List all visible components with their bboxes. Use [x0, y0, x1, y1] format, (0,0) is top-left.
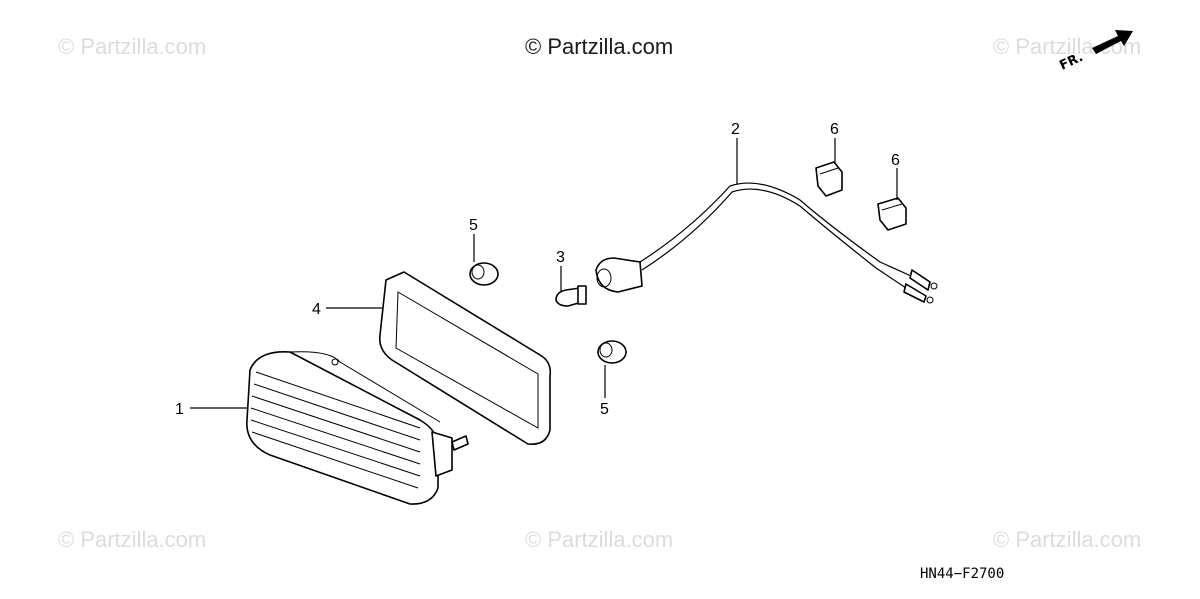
grommet-upper-part [469, 262, 499, 286]
callout-6-lower: 6 [891, 152, 900, 169]
leader-lines [190, 138, 898, 409]
bulb-part [555, 285, 587, 307]
callout-2: 2 [731, 121, 740, 138]
watermark-bottom-left: © Partzilla.com [58, 527, 206, 552]
watermark-top-left: © Partzilla.com [58, 34, 206, 59]
watermark-bottom-right: © Partzilla.com [993, 527, 1141, 552]
callout-5-upper: 5 [469, 217, 478, 234]
clip-upper-part [815, 161, 843, 197]
gasket-part [378, 271, 552, 446]
callout-5-lower: 5 [600, 401, 609, 418]
clip-lower-part [877, 197, 907, 231]
taillight-housing-part [246, 351, 469, 505]
callout-1: 1 [175, 401, 184, 418]
callout-4: 4 [312, 301, 321, 318]
diagram-code: HN44−F2700 [920, 566, 1004, 582]
watermark-top-center: © Partzilla.com [525, 34, 673, 59]
grommet-lower-part [597, 340, 627, 364]
watermark-bottom-center: © Partzilla.com [525, 527, 673, 552]
socket-harness-part [595, 182, 938, 304]
callout-3: 3 [556, 249, 565, 266]
callout-6-upper: 6 [830, 121, 839, 138]
